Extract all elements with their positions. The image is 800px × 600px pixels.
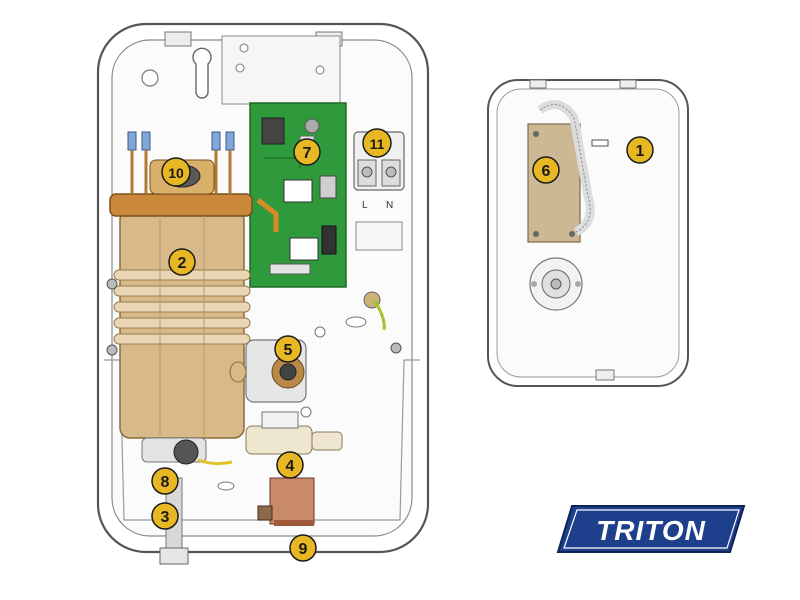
callout-3: 3 (151, 502, 179, 530)
cover-bottom-clip (595, 369, 615, 381)
callout-8: 8 (151, 467, 179, 495)
callout-10: 10 (161, 157, 191, 187)
callout-6-number: 6 (542, 163, 551, 180)
callout-7: 7 (293, 138, 321, 166)
fixing-screw (106, 278, 118, 290)
triton-logo: TRITON (556, 505, 746, 553)
callout-badges: 1 2 3 4 5 6 7 8 (151, 128, 654, 562)
shower-unit-open: L N (96, 22, 430, 565)
top-clip-left (164, 31, 192, 47)
fixing-screw (390, 342, 402, 354)
callout-1-number: 1 (636, 143, 645, 160)
ribbon-connector (591, 139, 609, 147)
cover-top-clip (619, 79, 637, 89)
callout-3-number: 3 (161, 509, 170, 526)
ribbon-cable-edge (539, 104, 591, 233)
callout-6: 6 (532, 156, 560, 184)
callout-1: 1 (626, 136, 654, 164)
callout-2: 2 (168, 248, 196, 276)
bracket-hole (235, 63, 245, 73)
callout-10-number: 10 (168, 165, 184, 181)
terminal-label-neutral: N (386, 200, 393, 211)
solenoid-valve (245, 411, 343, 455)
cover-top-clip (529, 79, 547, 89)
bracket-hole (315, 65, 325, 75)
callout-11: 11 (362, 128, 392, 158)
callout-7-number: 7 (303, 145, 312, 162)
logo-text: TRITON (596, 515, 706, 546)
pressure-relief-device (257, 477, 315, 526)
cover-inner-rim (496, 88, 680, 378)
thermal-cutout (141, 437, 235, 491)
callout-9: 9 (289, 534, 317, 562)
callout-9-number: 9 (299, 541, 308, 558)
main-pcb (249, 102, 347, 288)
keyhole-slot (192, 47, 212, 99)
logo-badge (556, 505, 746, 553)
fixing-screw (106, 344, 118, 356)
bracket-hole (239, 43, 249, 53)
callout-2-number: 2 (178, 255, 187, 272)
logo-badge-inner (563, 509, 740, 549)
callout-5: 5 (274, 335, 302, 363)
terminal-block: L N (353, 131, 405, 251)
earth-clamp (345, 291, 386, 331)
screw-hole (141, 69, 159, 87)
shower-cover-rear (487, 79, 689, 387)
terminal-label-live: L (362, 200, 368, 211)
callout-5-number: 5 (284, 342, 293, 359)
heater-tank (109, 193, 253, 439)
callout-4-number: 4 (286, 458, 295, 475)
callout-11-number: 11 (370, 136, 385, 152)
callout-8-number: 8 (161, 474, 170, 491)
control-pcb (527, 123, 581, 243)
callout-4: 4 (276, 451, 304, 479)
control-knob-mount (529, 257, 583, 311)
